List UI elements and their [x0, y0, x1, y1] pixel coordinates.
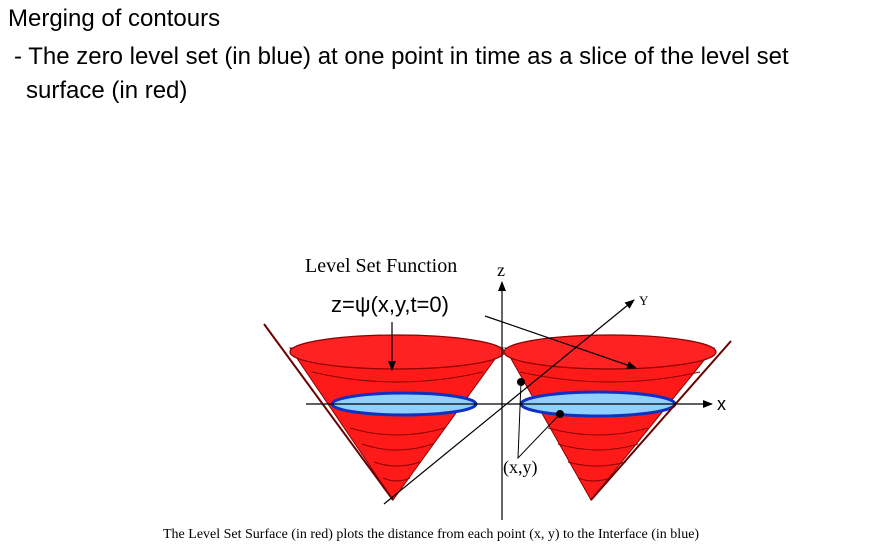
bullet-line-2: surface (in red): [26, 77, 188, 104]
equation-arrow-right: [484, 315, 637, 369]
equation-label: z=ψ(x,y,t=0): [331, 292, 449, 317]
bullet-point: - The zero level set (in blue) at one po…: [14, 40, 879, 108]
surface-point: [517, 378, 525, 386]
y-axis: [383, 299, 635, 505]
left-cone-contour: [382, 477, 411, 482]
left-cone-contour: [373, 461, 421, 467]
right-cone-outer-edge: [590, 340, 732, 501]
right-cone-contour: [567, 461, 627, 467]
figure-caption: The Level Set Surface (in red) plots the…: [163, 527, 699, 542]
right-cone-contour: [577, 477, 611, 482]
left-cone-contour: [311, 371, 484, 383]
right-cone-contour: [557, 443, 639, 451]
figure-heading: Level Set Function: [305, 255, 457, 277]
left-cone-contour: [349, 427, 446, 436]
x-axis-label: x: [717, 394, 726, 414]
point-label: (x,y): [503, 457, 538, 478]
left-cone: [289, 334, 505, 501]
left-cone-body: [289, 347, 504, 501]
left-cone-outer-edge: [263, 323, 394, 501]
y-axis-label: Y: [639, 293, 649, 308]
point-leader-line: [517, 381, 561, 460]
left-cone-contour: [361, 443, 434, 451]
right-cone-contour: [547, 427, 649, 436]
right-cone-rim: [503, 334, 717, 370]
plane-point: [556, 410, 564, 418]
bullet-line-1: - The zero level set (in blue) at one po…: [14, 43, 789, 70]
z-axis-label: z: [497, 260, 505, 280]
right-cone-body: [504, 347, 716, 501]
slide-title: Merging of contours: [8, 5, 221, 32]
left-cone-rim: [289, 334, 505, 370]
